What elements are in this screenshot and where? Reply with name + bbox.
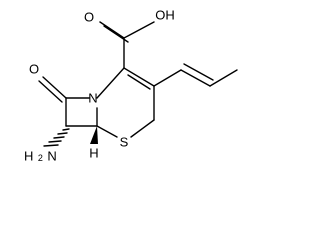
solid-wedge-hydrogen [90,126,98,144]
bond-propenyl-1-2-double [183,63,214,81]
bond-carboxyl-c-oh [123,21,155,39]
atom-label-sulfur: S [120,134,129,149]
bond-c8-o-double [38,80,63,103]
bond-carboxyl-c-o-2 [103,25,129,43]
atom-label-stereo-hydrogen: H [89,145,98,160]
atom-label-amine-n: N [47,148,56,163]
atom-label-amine: H 2 N [24,144,57,165]
bond-c3-propenyl-1 [153,69,182,87]
bond-c8-o [42,76,67,99]
atom-label-amine-h: H [24,148,33,163]
bond-carboxyl-c-o-1 [99,21,125,39]
bond-n-c2 [96,67,125,99]
atom-label-oxygen-lactam: O [29,61,39,76]
bond-c2-c3 [123,67,155,87]
chemical-structure: O OH O N S H H 2 N [24,7,238,165]
bond-s-c6 [96,125,118,138]
atom-label-oxygen-carbonyl: O [84,9,94,24]
bond-ch2-s [130,119,155,138]
atom-label-hydroxyl: OH [155,7,175,22]
bond-propenyl-1-2 [180,69,211,87]
hashed-wedge-amine [43,128,70,147]
atom-label-nitrogen-ring: N [88,90,97,105]
atom-label-amine-subscript: 2 [38,153,43,163]
bond-propenyl-2-3 [209,69,238,87]
bond-c2-c3-double [127,74,151,90]
